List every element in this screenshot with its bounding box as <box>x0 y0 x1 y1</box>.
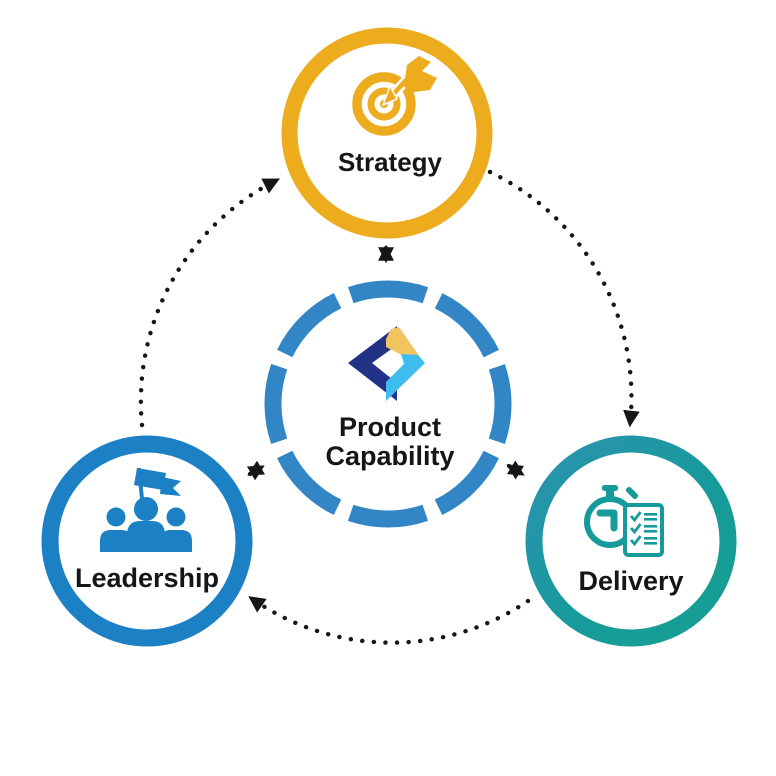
center-label: Product Capability <box>280 413 500 471</box>
arc-strategy-to-delivery <box>487 169 640 428</box>
delivery-label: Delivery <box>578 566 684 596</box>
arrow-center-leadership <box>246 460 266 481</box>
product-capability-logo <box>348 326 425 401</box>
center-ring <box>264 280 512 528</box>
leadership-label: Leadership <box>74 563 220 593</box>
target-arrow-icon <box>352 56 437 136</box>
center-label-line2: Capability <box>325 441 455 471</box>
strategy-label: Strategy <box>337 147 443 177</box>
stopwatch-checklist-icon <box>584 485 664 557</box>
arc-leadership-to-strategy <box>138 177 280 428</box>
arrow-center-delivery <box>506 460 525 480</box>
center-label-line1: Product <box>338 412 441 442</box>
team-flag-icon <box>100 467 192 552</box>
arc-delivery-to-leadership <box>248 595 531 645</box>
